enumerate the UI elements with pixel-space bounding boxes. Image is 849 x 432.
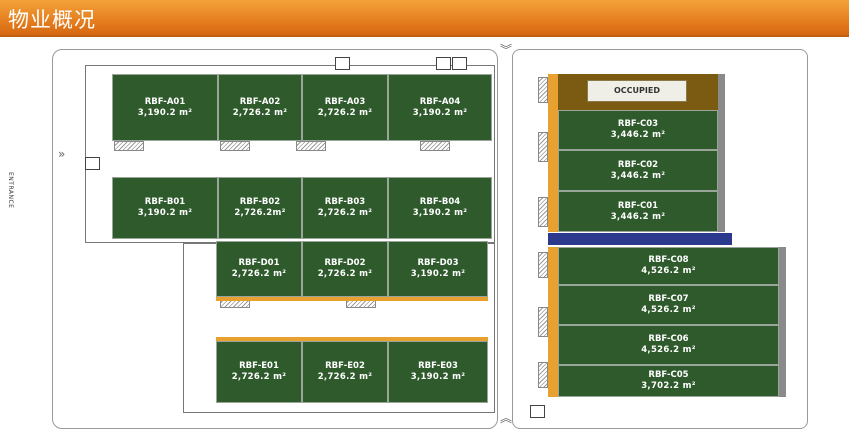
chevron-up-icon: ︽ — [500, 411, 513, 425]
unit-id: RBF-D03 — [417, 258, 459, 268]
unit-id: RBF-D01 — [238, 258, 280, 268]
unit-id: RBF-B02 — [239, 197, 281, 207]
unit-area: 3,702.2 m² — [641, 381, 696, 391]
unit-area: 3,446.2 m² — [610, 170, 666, 181]
chevron-right-icon: » — [58, 147, 66, 161]
unit-id: RBF-C01 — [617, 200, 659, 211]
unit-area: 3,190.2 m² — [410, 372, 466, 382]
chevron-down-icon: ︾ — [500, 43, 513, 57]
unit-id: RBF-B03 — [324, 197, 366, 207]
unit-area: 2,726.2 m² — [231, 269, 287, 279]
parking-bay — [538, 362, 548, 388]
unit-id: RBF-A01 — [144, 96, 186, 107]
unit-id: RBF-A04 — [419, 96, 461, 107]
unit-area: 2,726.2 m² — [231, 372, 287, 382]
unit-id: RBF-C08 — [648, 255, 689, 265]
unit-id: RBF-E02 — [325, 361, 365, 371]
loading-edge-c-top — [548, 74, 558, 232]
parking-bay — [538, 132, 548, 162]
parking-bay — [114, 141, 144, 151]
unit-area: 4,526.2 m² — [641, 266, 696, 276]
parking-bay — [220, 141, 250, 151]
unit-id: RBF-C07 — [648, 294, 689, 304]
unit-area: 4,526.2 m² — [641, 345, 696, 355]
loading-strip — [216, 337, 488, 341]
parking-bay — [538, 307, 548, 337]
unit-area: 3,190.2 m² — [137, 107, 193, 118]
unit-id: RBF-E03 — [418, 361, 458, 371]
parking-bay — [538, 77, 548, 103]
unit-area: 3,446.2 m² — [610, 211, 666, 222]
unit-area: 4,526.2 m² — [641, 305, 696, 315]
unit-id: RBF-D02 — [324, 258, 366, 268]
unit-area: 3,446.2 m² — [610, 130, 666, 140]
unit-area: 2,726.2 m² — [317, 269, 373, 279]
header-bar: 物业概况 — [0, 0, 849, 37]
unit-id: RBF-C02 — [617, 159, 659, 170]
unit-area: 3,190.2 m² — [137, 208, 193, 218]
unit-area: 2,726.2 m² — [317, 208, 373, 218]
right-boundary — [512, 49, 808, 429]
unit-area: 2,726.2 m² — [317, 107, 373, 118]
unit-area: 2,726.2 m² — [232, 107, 288, 118]
parking-bay — [420, 141, 450, 151]
edge-c-top — [717, 74, 725, 232]
edge-c-bottom — [778, 247, 786, 397]
unit-area: 2,726.2m² — [234, 208, 286, 218]
occupied-unit: OCCUPIED — [558, 74, 718, 110]
shield-icon — [85, 157, 100, 170]
unit-id: RBF-E01 — [239, 361, 279, 371]
unit-area: 3,190.2 m² — [412, 107, 468, 118]
unit-area: 2,726.2 m² — [317, 372, 373, 382]
wrench-icon — [335, 57, 350, 70]
unit-id: RBF-A02 — [239, 96, 281, 107]
loading-edge-c-bottom — [548, 247, 558, 397]
shield-icon — [530, 405, 545, 418]
loading-strip — [216, 297, 488, 301]
connector-strip — [548, 233, 732, 245]
page-title: 物业概况 — [8, 8, 96, 32]
unit-id: RBF-B01 — [144, 197, 186, 207]
unit-id: RBF-B04 — [419, 197, 461, 207]
parking-bay — [538, 252, 548, 278]
parking-bay — [538, 197, 548, 227]
shield-icon — [452, 57, 467, 70]
site-boundary — [52, 49, 498, 429]
unit-area: 3,190.2 m² — [412, 208, 468, 218]
unit-id: RBF-A03 — [324, 96, 366, 107]
occupied-label: OCCUPIED — [587, 80, 687, 102]
unit-id: RBF-C03 — [617, 119, 659, 129]
unit-id: RBF-C05 — [648, 370, 689, 380]
unit-id: RBF-C06 — [648, 334, 689, 344]
entrance-label: ENTRANCE — [7, 172, 14, 209]
wrench-icon — [436, 57, 451, 70]
parking-bay — [296, 141, 326, 151]
unit-area: 3,190.2 m² — [410, 269, 466, 279]
